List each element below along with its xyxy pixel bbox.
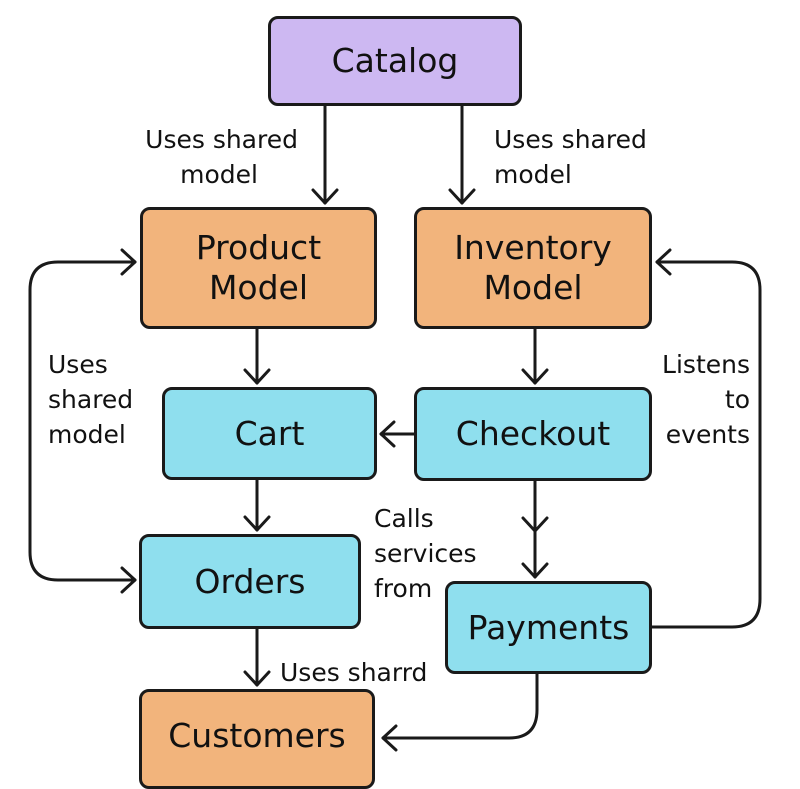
label-line: shared xyxy=(48,385,134,414)
node-payments-label: Payments xyxy=(467,607,630,647)
label-line: Uses xyxy=(48,350,108,379)
edge-catalog-to-inventory-model xyxy=(448,103,476,205)
node-inventory-model-label-line2: Model xyxy=(483,268,583,307)
label-line: Uses sharrd xyxy=(280,658,428,687)
node-orders[interactable]: Orders xyxy=(139,534,361,629)
node-cart-label: Cart xyxy=(234,413,305,453)
edge-inventory-model-to-checkout xyxy=(521,326,549,385)
edge-payments-to-inventory-model xyxy=(649,248,762,629)
label-line: model xyxy=(494,160,572,189)
label-line: model xyxy=(48,420,126,449)
label-line: services xyxy=(374,539,477,568)
label-catalog-to-product: Uses shared model xyxy=(120,122,298,192)
node-product-model-label-line2: Model xyxy=(208,268,309,307)
edge-cart-to-orders xyxy=(243,478,271,532)
node-customers[interactable]: Customers xyxy=(139,689,375,789)
node-catalog-label: Catalog xyxy=(331,41,459,81)
node-catalog[interactable]: Catalog xyxy=(268,16,522,106)
label-line: Uses shared xyxy=(494,125,647,154)
edge-product-model-to-cart xyxy=(243,326,271,385)
node-payments[interactable]: Payments xyxy=(445,581,652,674)
label-line: events xyxy=(665,420,750,449)
node-inventory-model-label-line1: Inventory xyxy=(454,228,612,268)
label-line: Uses shared xyxy=(145,125,298,154)
label-line: Listens xyxy=(662,350,750,379)
label-orders-to-customers: Uses sharrd xyxy=(280,655,427,690)
edge-catalog-to-product-model xyxy=(311,103,339,205)
node-inventory-model[interactable]: Inventory Model xyxy=(414,207,652,329)
label-catalog-to-inventory: Uses shared model xyxy=(494,122,647,192)
label-orders-to-product: Uses shared model xyxy=(48,347,133,452)
label-line: from xyxy=(374,574,433,603)
label-payments-to-inventory: Listens to events xyxy=(640,347,750,452)
label-orders-calls-payments: Calls services from xyxy=(374,501,477,606)
edge-orders-to-customers xyxy=(243,627,271,687)
label-line: Calls xyxy=(374,504,434,533)
node-cart[interactable]: Cart xyxy=(162,387,377,480)
edge-checkout-to-cart xyxy=(379,420,416,448)
label-line: model xyxy=(180,160,258,189)
node-product-model[interactable]: Product Model xyxy=(140,207,377,329)
edge-payments-to-customers xyxy=(381,671,539,752)
label-line: to xyxy=(724,385,750,414)
node-product-model-label-line1: Product xyxy=(195,228,322,268)
node-customers-label: Customers xyxy=(168,716,346,755)
node-checkout[interactable]: Checkout xyxy=(414,387,652,481)
node-checkout-label: Checkout xyxy=(455,414,611,454)
edge-checkout-to-payments xyxy=(521,479,549,579)
node-orders-label: Orders xyxy=(194,561,306,601)
edge-orders-product-model-loop xyxy=(28,248,137,594)
